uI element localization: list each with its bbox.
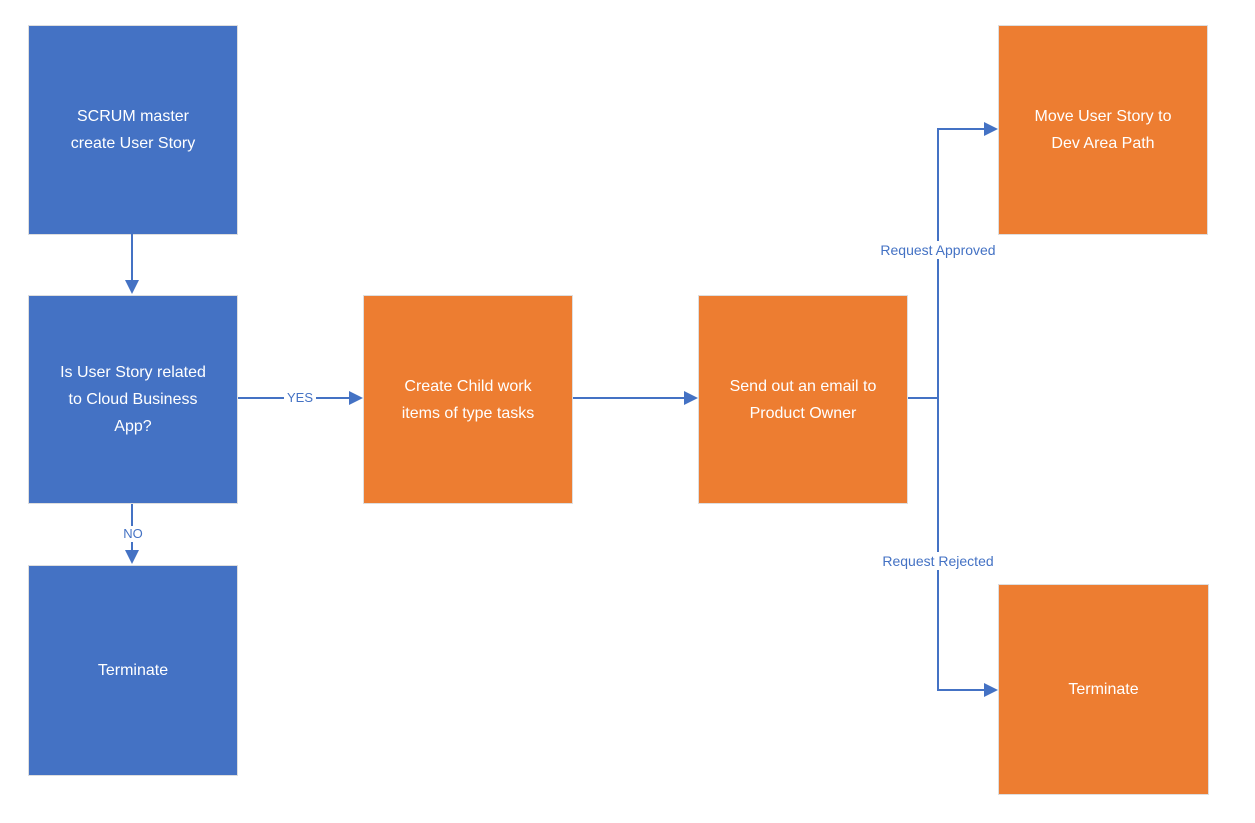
- arrowhead-right-icon: [984, 683, 998, 697]
- connector-send-email-stub: [908, 397, 939, 399]
- node-move-user-story-dev-area[interactable]: Move User Story to Dev Area Path: [998, 25, 1208, 235]
- connector-to-move-story: [937, 128, 985, 130]
- arrowhead-right-icon: [349, 391, 363, 405]
- node-terminate-left[interactable]: Terminate: [28, 565, 238, 776]
- edge-label-yes: YES: [283, 390, 317, 406]
- node-is-user-story-related-decision[interactable]: Is User Story related to Cloud Business …: [28, 295, 238, 504]
- node-terminate-right[interactable]: Terminate: [998, 584, 1209, 795]
- connector-split-vertical: [937, 128, 939, 691]
- arrowhead-down-icon: [125, 550, 139, 564]
- edge-label-request-approved: Request Approved: [876, 241, 1000, 259]
- connector-to-terminate-right: [937, 689, 985, 691]
- arrowhead-right-icon: [984, 122, 998, 136]
- connector-scrum-to-decision: [131, 234, 133, 282]
- arrowhead-down-icon: [125, 280, 139, 294]
- node-scrum-master-create-user-story[interactable]: SCRUM master create User Story: [28, 25, 238, 235]
- edge-label-request-rejected: Request Rejected: [878, 552, 998, 570]
- connector-create-child-to-send-email: [573, 397, 685, 399]
- edge-label-no: NO: [120, 526, 146, 542]
- node-send-email-product-owner[interactable]: Send out an email to Product Owner: [698, 295, 908, 504]
- node-create-child-work-items[interactable]: Create Child work items of type tasks: [363, 295, 573, 504]
- arrowhead-right-icon: [684, 391, 698, 405]
